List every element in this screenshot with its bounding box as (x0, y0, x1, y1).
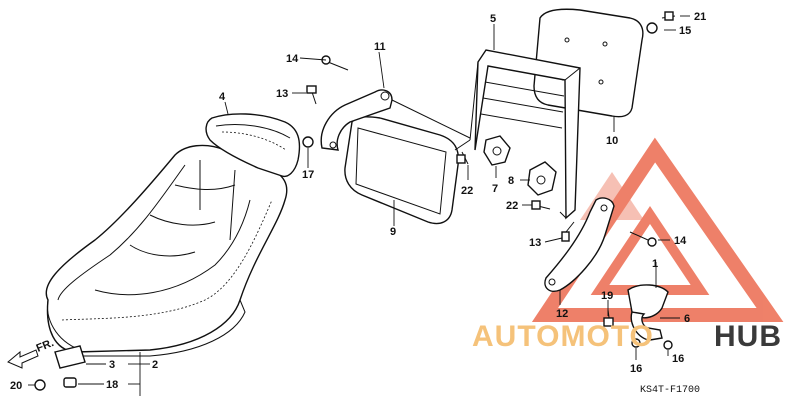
callout-9: 9 (390, 226, 396, 238)
callout-14-top: 14 (286, 53, 299, 65)
bracket-7 (483, 135, 511, 166)
callout-16-right: 16 (672, 353, 684, 365)
watermark-text: AUTOMOTO HUB (472, 320, 782, 353)
watermark-automoto: AUTOMOTO (472, 320, 654, 353)
callout-2: 2 (152, 359, 158, 371)
callout-13-top: 13 (276, 88, 288, 100)
callout-6: 6 (684, 313, 690, 325)
callout-12: 12 (556, 308, 568, 320)
pillion-pad (205, 113, 301, 178)
callout-8: 8 (508, 175, 514, 187)
leader-lines (28, 15, 690, 396)
front-arrow-label: FR. (35, 337, 56, 355)
callout-20: 20 (10, 380, 22, 392)
diagram-code: KS4T-F1700 (640, 385, 700, 396)
callout-17: 17 (302, 169, 314, 181)
carrier-rack (454, 49, 581, 220)
seat-hook (54, 345, 86, 369)
watermark-hub: HUB (714, 320, 782, 353)
callout-10: 10 (606, 135, 618, 147)
callout-1: 1 (652, 258, 658, 270)
callout-16-left: 16 (630, 363, 642, 375)
bracket-8 (527, 161, 557, 196)
callout-14-side: 14 (674, 235, 687, 247)
callout-7: 7 (492, 183, 498, 195)
callout-22-side: 22 (506, 200, 518, 212)
callout-5: 5 (490, 13, 496, 25)
front-direction-arrow: FR. (7, 337, 56, 369)
rear-bracket (627, 284, 669, 341)
callout-labels: 14 13 11 4 5 10 17 9 22 7 8 22 13 14 21 … (10, 11, 706, 392)
backrest-stay (320, 89, 471, 151)
callout-11: 11 (374, 41, 386, 53)
fasteners (34, 11, 676, 391)
callout-19: 19 (601, 290, 613, 302)
callout-4: 4 (219, 91, 226, 103)
callout-22-top: 22 (461, 185, 473, 197)
callout-3: 3 (109, 359, 115, 371)
callout-18: 18 (106, 379, 118, 391)
callout-13-side: 13 (529, 237, 541, 249)
backrest-pad (344, 116, 460, 225)
callout-15: 15 (679, 25, 691, 37)
callout-21: 21 (694, 11, 706, 23)
seat-assembly (45, 144, 288, 357)
